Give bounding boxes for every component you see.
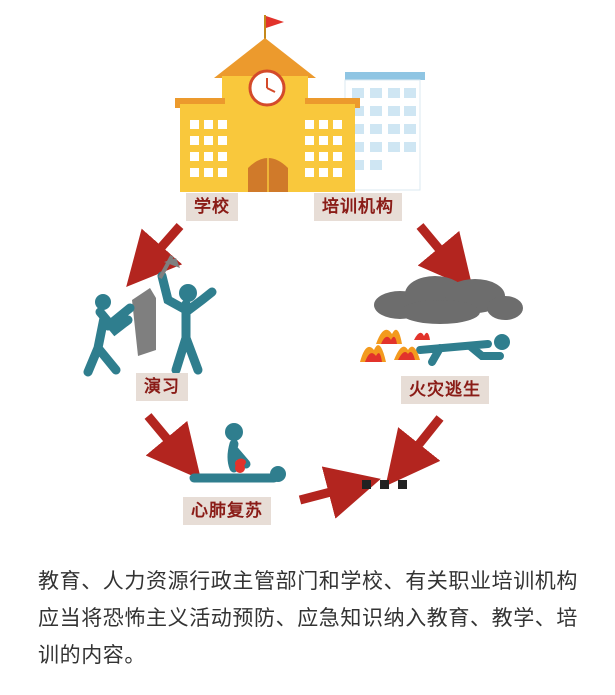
office-building-icon [344, 72, 425, 191]
drill-figures-icon [83, 255, 217, 377]
cpr-icon [189, 423, 286, 483]
label-drill: 演习 [136, 373, 188, 401]
ellipsis-dots [362, 480, 407, 489]
training-cycle-diagram [83, 15, 523, 519]
school-building-icon [175, 15, 360, 192]
label-cpr: 心肺复苏 [183, 497, 271, 525]
label-school: 学校 [186, 193, 238, 221]
arrow-drill-to-cpr [144, 413, 202, 480]
label-fire-escape: 火灾逃生 [401, 376, 489, 404]
arrow-school-to-drill [126, 223, 184, 287]
caption-text: 教育、人力资源行政主管部门和学校、有关职业培训机构应当将恐怖主义活动预防、应急知… [38, 569, 578, 667]
label-training-institution: 培训机构 [314, 193, 402, 221]
fire-escape-icon [360, 276, 523, 366]
arrow-fire-to-more [385, 415, 444, 487]
arrow-cpr-to-more [298, 466, 381, 519]
arrow-training-to-fire [416, 223, 474, 290]
